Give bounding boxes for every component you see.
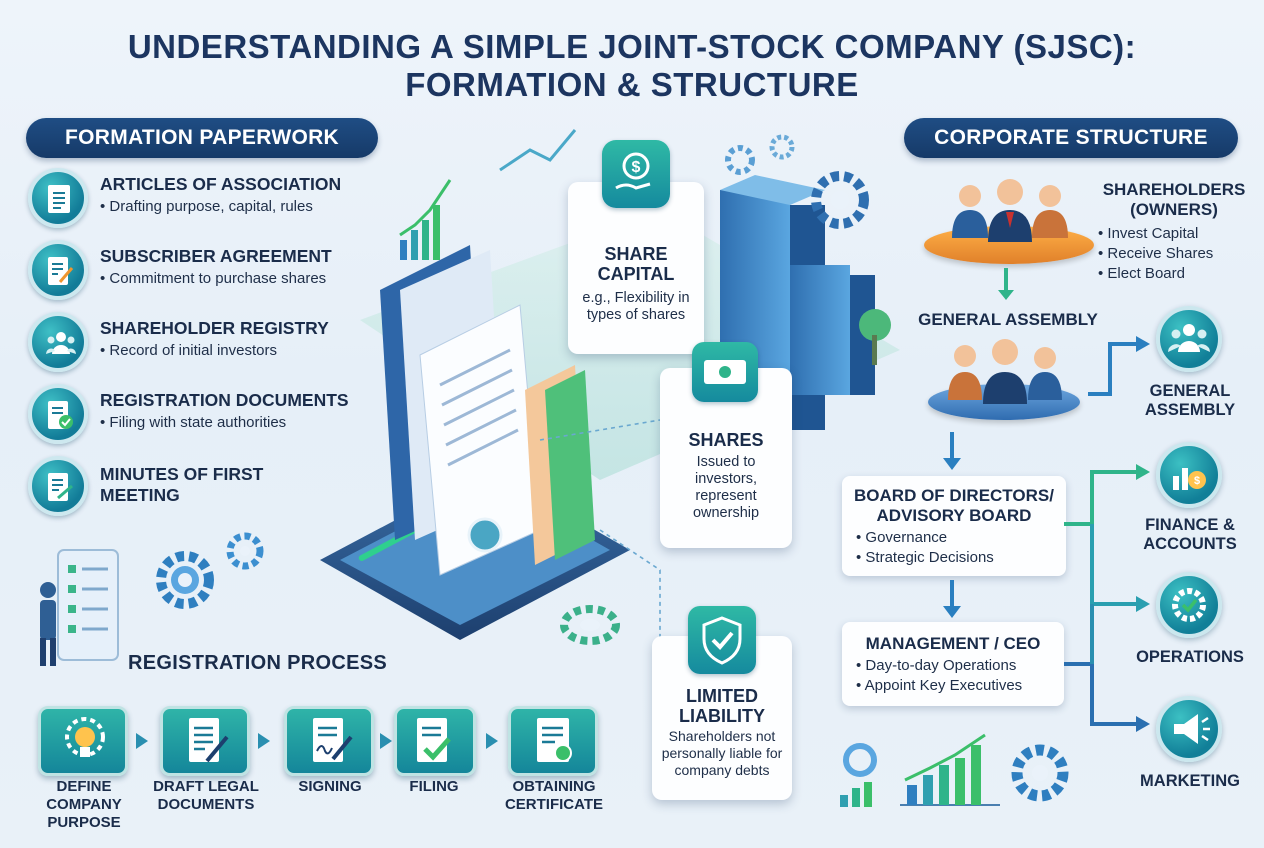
megaphone-icon [1156,696,1222,762]
banknote-icon [692,342,758,402]
step-draft-documents [160,706,250,776]
share-capital-title: SHARE CAPITAL [597,244,675,284]
group-icon [28,312,88,372]
step-label: OBTAINING CERTIFICATE [504,778,604,813]
file-check-icon [417,718,451,762]
formation-item-registration: REGISTRATION DOCUMENTS • Filing with sta… [28,384,388,444]
formation-paperwork-header: FORMATION PAPERWORK [26,118,378,158]
svg-text:$: $ [632,159,641,176]
branch-label: OPERATIONS [1136,648,1244,666]
shares-text: Issued to investors, represent ownership [692,454,760,521]
step-arrow [486,733,498,749]
flow-arrow [943,580,961,618]
board-of-directors-box: BOARD OF DIRECTORS/ ADVISORY BOARD • Gov… [842,476,1066,576]
share-capital-card: $ SHARE CAPITAL e.g., Flexibility in typ… [568,140,704,354]
step-arrow [380,733,392,749]
step-label: DRAFT LEGAL DOCUMENTS [153,778,259,813]
formation-item-desc: • Filing with state authorities [100,414,287,431]
management-title: MANAGEMENT / CEO [865,634,1041,653]
branch-label: MARKETING [1140,772,1240,790]
formation-item-title: SHAREHOLDER REGISTRY [100,318,329,338]
gear-icon [226,532,264,570]
lightbulb-gear-icon [65,717,105,757]
gear-icon [725,145,755,175]
group-icon [1156,306,1222,372]
formation-item-minutes: MINUTES OF FIRST MEETING [28,456,388,516]
management-bullet: • Day-to-day Operations [856,657,1017,674]
limited-liability-title: LIMITED LIABILITY [679,686,765,726]
flow-arrow [1088,336,1150,396]
step-label: DEFINE COMPANY PURPOSE [46,778,122,831]
signed-document-icon [28,456,88,516]
gear-icon [560,605,620,645]
edit-document-icon [28,240,88,300]
title-line-1: UNDERSTANDING A SIMPLE JOINT-STOCK COMPA… [127,28,1137,65]
general-assembly-title: GENERAL ASSEMBLY [918,310,1098,329]
board-bullet: • Strategic Decisions [856,549,994,566]
formation-item-desc: • Commitment to purchase shares [100,270,327,287]
shareholders-title: SHAREHOLDERS (OWNERS) [1102,180,1246,219]
limited-liability-card: LIMITED LIABILITY Shareholders not perso… [652,606,792,800]
bar-chart-icon [900,733,1000,806]
pen-document-icon [189,718,229,763]
pie-chart-icon [840,743,877,807]
gear-icon [811,171,869,229]
page-title: UNDERSTANDING A SIMPLE JOINT-STOCK COMPA… [0,28,1264,104]
svg-text:$: $ [1194,475,1200,487]
gear-check-icon [1156,572,1222,638]
people-icon [952,179,1068,242]
management-box: MANAGEMENT / CEO • Day-to-day Operations… [842,622,1064,706]
formation-item-desc: • Record of initial investors [100,342,277,359]
formation-item-registry: SHAREHOLDER REGISTRY • Record of initial… [28,312,388,372]
gear-icon [769,134,795,160]
signature-icon [313,718,353,762]
formation-item-articles: ARTICLES OF ASSOCIATION • Drafting purpo… [28,168,388,228]
management-bullet: • Appoint Key Executives [856,677,1023,694]
formation-item-subscriber: SUBSCRIBER AGREEMENT • Commitment to pur… [28,240,388,300]
document-icon [28,168,88,228]
flow-arrow [943,432,961,470]
step-filing [394,706,476,776]
step-obtain-certificate [508,706,598,776]
branch-label: FINANCE & ACCOUNTS [1143,516,1237,553]
formation-item-title: ARTICLES OF ASSOCIATION [100,174,342,194]
corporate-structure-header: CORPORATE STRUCTURE [904,118,1238,158]
title-line-2: FORMATION & STRUCTURE [405,66,859,103]
gear-icon [156,551,214,609]
finance-chart-icon: $ [1156,442,1222,508]
person-checklist-icon [40,549,119,666]
shares-title: SHARES [688,430,764,450]
step-arrow [136,733,148,749]
board-bullet: • Governance [856,529,948,546]
shares-card: SHARES Issued to investors, represent ow… [660,342,792,548]
shareholders-bullet: • Receive Shares [1098,245,1214,262]
checked-document-icon [28,384,88,444]
share-capital-text: e.g., Flexibility in types of shares [582,290,690,323]
branch-connectors [1064,464,1150,732]
people-icon [948,339,1062,404]
formation-item-title: SUBSCRIBER AGREEMENT [100,246,332,266]
flow-arrow [998,268,1014,300]
formation-item-title: MINUTES OF FIRST MEETING [100,464,264,505]
board-title: BOARD OF DIRECTORS/ ADVISORY BOARD [854,486,1054,525]
step-define-purpose [38,706,128,776]
money-hand-icon: $ [602,140,670,208]
formation-item-title: REGISTRATION DOCUMENTS [100,390,349,410]
formation-item-desc: • Drafting purpose, capital, rules [100,198,313,215]
gear-icon [1011,744,1069,802]
shareholders-bullet: • Elect Board [1098,265,1185,282]
step-label: SIGNING [298,778,362,795]
step-arrow [258,733,270,749]
branch-label: GENERAL ASSEMBLY [1144,382,1236,419]
certificate-icon [537,718,572,762]
center-illustration [320,129,900,640]
shareholders-bullet: • Invest Capital [1098,225,1199,242]
limited-liability-text: Shareholders not personally liable for c… [661,728,783,778]
step-label: FILING [409,778,459,795]
registration-process-header: REGISTRATION PROCESS [128,652,387,674]
step-signing [284,706,374,776]
shield-check-icon [688,606,756,674]
